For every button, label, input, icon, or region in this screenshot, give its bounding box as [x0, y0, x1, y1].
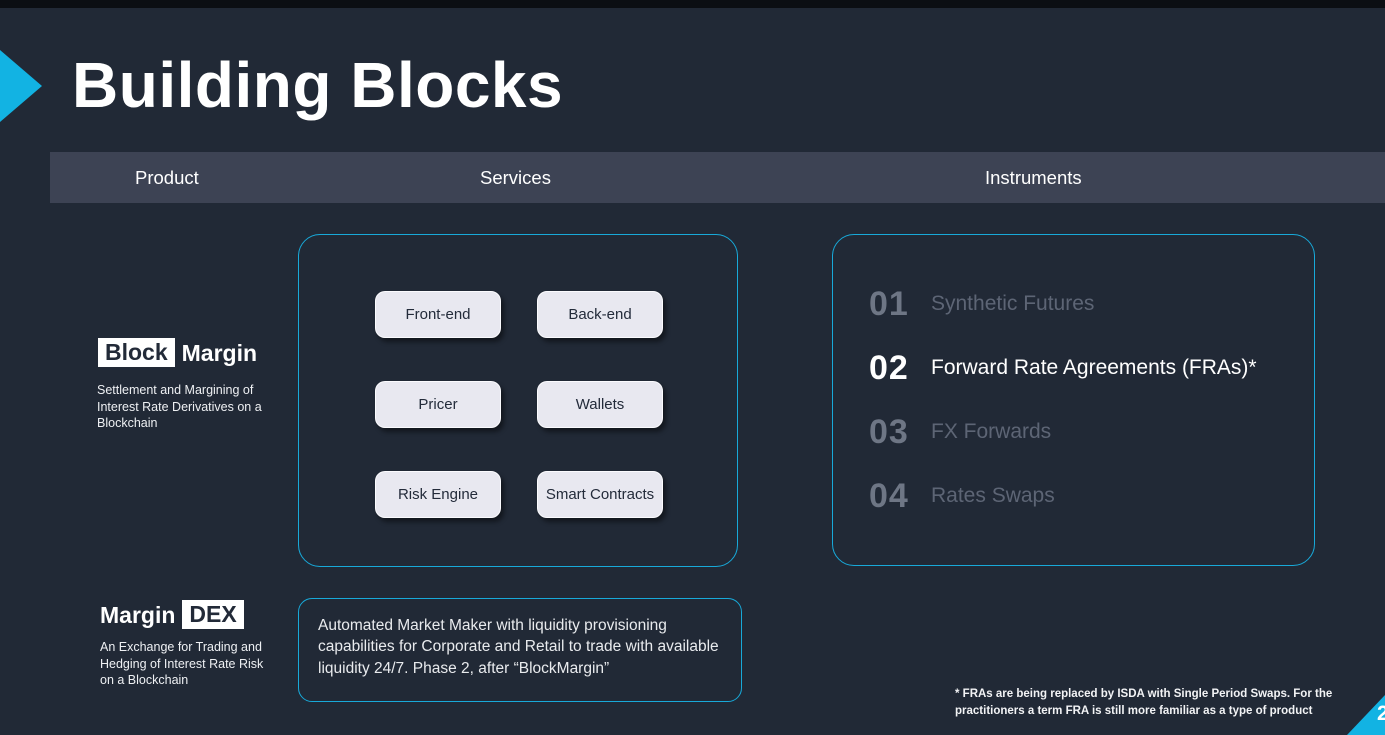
instrument-label: Synthetic Futures: [931, 292, 1095, 315]
fra-footnote: * FRAs are being replaced by ISDA with S…: [955, 686, 1332, 721]
service-chip-front-end: Front-end: [375, 291, 501, 338]
instrument-number: 02: [869, 348, 909, 387]
blockmargin-logo: Block Margin: [98, 338, 258, 368]
instrument-number: 04: [869, 476, 909, 515]
instrument-item-fras: 02 Forward Rate Agreements (FRAs)*: [833, 347, 1314, 389]
instrument-item-rates-swaps: 04 Rates Swaps: [833, 475, 1314, 517]
column-header-bar: Product Services Instruments: [50, 152, 1385, 203]
blockmargin-logo-plain-word: Margin: [181, 339, 258, 366]
top-border-strip: [0, 0, 1385, 8]
margindex-logo-plain-word: Margin: [100, 601, 176, 628]
instrument-number: 03: [869, 412, 909, 451]
column-header-services: Services: [480, 166, 551, 188]
page-title: Building Blocks: [72, 49, 564, 121]
service-chip-pricer: Pricer: [375, 381, 501, 428]
blockmargin-logo-boxed-word: Block: [98, 338, 175, 368]
instruments-panel: 01 Synthetic Futures 02 Forward Rate Agr…: [832, 234, 1315, 566]
title-arrow-icon: [0, 50, 42, 122]
services-panel: Front-end Back-end Pricer Wallets Risk E…: [298, 234, 738, 567]
footnote-line: * FRAs are being replaced by ISDA with S…: [955, 688, 1333, 700]
column-header-product: Product: [135, 166, 199, 188]
instrument-item-synthetic-futures: 01 Synthetic Futures: [833, 283, 1314, 325]
footnote-line: practitioners a term FRA is still more f…: [955, 705, 1313, 718]
margindex-logo-boxed-word: DEX: [182, 600, 244, 630]
instrument-label: Forward Rate Agreements (FRAs)*: [931, 356, 1257, 379]
margindex-description: An Exchange for Trading and Hedging of I…: [100, 640, 264, 688]
instrument-label: FX Forwards: [931, 420, 1052, 443]
service-chip-smart-contracts: Smart Contracts: [537, 471, 663, 518]
instrument-number: 01: [869, 284, 909, 323]
margindex-logo: Margin DEX: [100, 600, 244, 630]
column-header-instruments: Instruments: [985, 166, 1082, 188]
amm-note-box: Automated Market Maker with liquidity pr…: [298, 598, 742, 702]
blockmargin-description: Settlement and Margining of Interest Rat…: [97, 383, 262, 431]
instrument-label: Rates Swaps: [931, 484, 1055, 507]
service-chip-back-end: Back-end: [537, 291, 663, 338]
amm-note-text: Automated Market Maker with liquidity pr…: [318, 617, 719, 677]
service-chip-wallets: Wallets: [537, 381, 663, 428]
page-number: 2: [1377, 702, 1385, 725]
instrument-item-fx-forwards: 03 FX Forwards: [833, 411, 1314, 453]
service-chip-risk-engine: Risk Engine: [375, 471, 501, 518]
